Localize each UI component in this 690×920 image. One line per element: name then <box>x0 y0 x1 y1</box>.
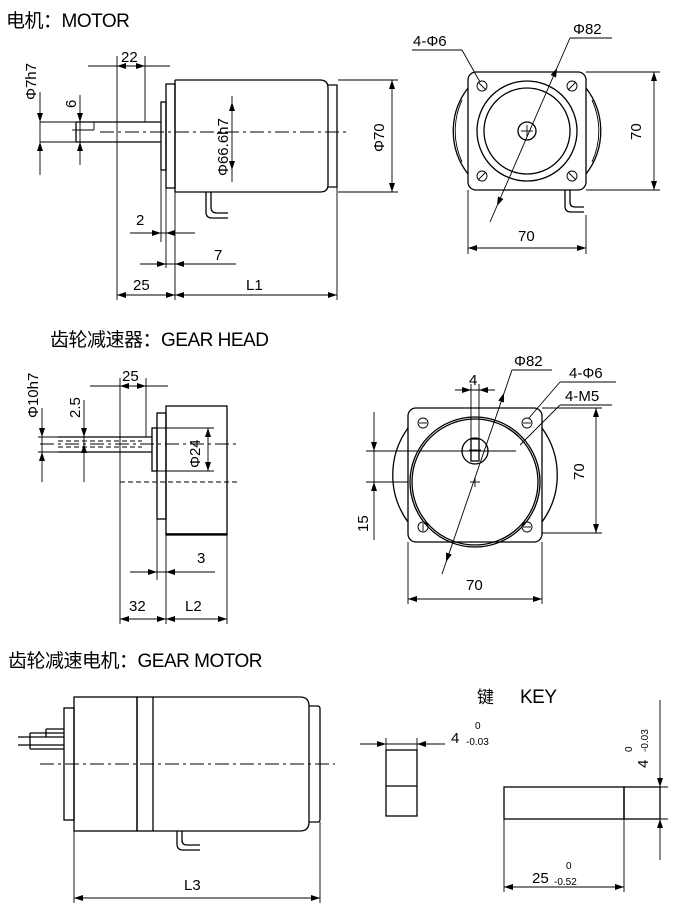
motor-title: 电机：MOTOR <box>6 10 129 32</box>
gearhead-ext-label: 32 <box>129 598 146 615</box>
key-width-lower: -0.03 <box>466 737 489 748</box>
motor-flat-label: 6 <box>63 100 80 108</box>
gearhead-offset-label: 15 <box>355 515 372 532</box>
gearhead-key-label: 4 <box>469 372 477 389</box>
gearhead-tapped-label: 4-M5 <box>565 388 599 405</box>
key-height-nominal: 4 <box>635 760 652 768</box>
gearmotor-length-label: L3 <box>184 877 201 894</box>
motor-flange-label: 7 <box>214 247 222 264</box>
motor-ext-label: 25 <box>133 277 150 294</box>
gearhead-flat-label: 2.5 <box>67 397 84 418</box>
gearhead-pcd-label: Φ82 <box>514 353 543 370</box>
motor-height-label: 70 <box>628 123 645 140</box>
gearhead-shaft-dia-label: Φ10h7 <box>25 373 42 418</box>
gearhead-width-label: 70 <box>466 577 483 594</box>
gearhead-title: 齿轮减速器：GEAR HEAD <box>50 329 268 351</box>
gearhead-height-label: 70 <box>571 463 588 480</box>
motor-pcd-label: Φ82 <box>573 21 602 38</box>
key-width-nominal: 4 <box>451 730 459 747</box>
gearhead-holes-label: 4-Φ6 <box>569 365 603 382</box>
gearhead-length-label: L2 <box>185 598 202 615</box>
key-views: 键 KEY 4 0 -0.03 4 0 -0.03 25 0 -0.52 <box>360 687 668 892</box>
key-height-lower: -0.03 <box>640 729 651 752</box>
key-length-upper: 0 <box>566 861 572 872</box>
gearhead-flange-label: 3 <box>197 550 205 567</box>
key-height-upper: 0 <box>624 746 635 752</box>
gearhead-side-view: Φ10h7 2.5 25 Φ24 3 32 L2 <box>25 368 240 624</box>
gearhead-front-view: 4 Φ82 4-Φ6 4-M5 70 15 70 <box>355 353 616 604</box>
motor-spigot-dia-label: Φ66.6h7 <box>215 118 232 176</box>
key-title-en: KEY <box>520 687 557 708</box>
gearhead-shaft-len-label: 25 <box>122 368 139 385</box>
motor-gap-label: 2 <box>136 212 144 229</box>
key-length-nominal: 25 <box>532 870 549 887</box>
motor-shaft-len-label: 22 <box>121 49 138 66</box>
motor-length-label: L1 <box>246 277 263 294</box>
gearmotor-title: 齿轮减速电机：GEAR MOTOR <box>8 650 262 672</box>
motor-width-label: 70 <box>518 228 535 245</box>
motor-body-dia-label: Φ70 <box>371 123 388 152</box>
motor-side-view: Φ7h7 6 22 Φ66.6h7 Φ70 2 <box>23 49 398 300</box>
key-width-upper: 0 <box>475 721 481 732</box>
key-length-lower: -0.52 <box>554 877 577 888</box>
motor-holes-label: 4-Φ6 <box>413 33 447 50</box>
motor-shaft-dia-label: Φ7h7 <box>23 63 40 100</box>
gearmotor-side-view: L3 <box>18 696 335 903</box>
motor-front-view: 4-Φ6 Φ82 70 70 <box>412 21 660 254</box>
gearhead-boss-dia-label: Φ24 <box>187 439 204 468</box>
key-title-cn: 键 <box>477 688 494 707</box>
